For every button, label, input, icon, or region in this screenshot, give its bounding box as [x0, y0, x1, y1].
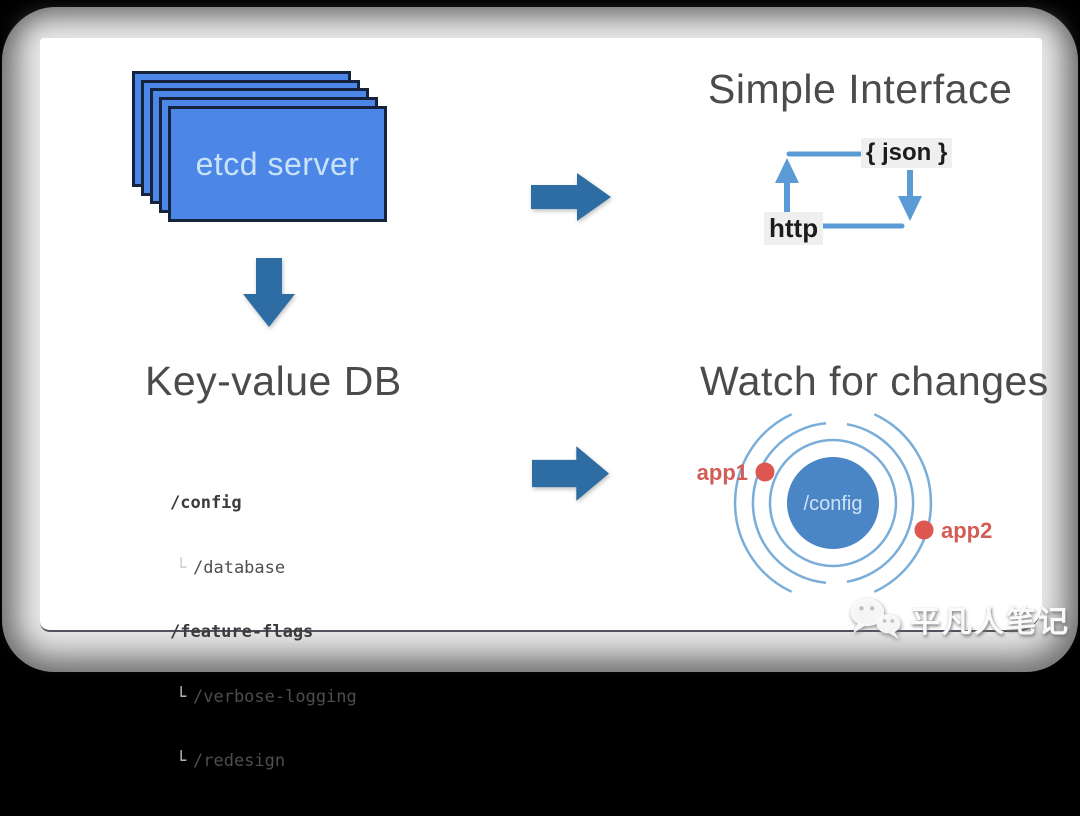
- arrow-right-top-icon: [531, 172, 612, 222]
- arrow-up-icon: [775, 158, 799, 183]
- wechat-icon: [846, 594, 904, 644]
- tree-connector: └: [176, 751, 193, 773]
- simple-interface-title: Simple Interface: [708, 66, 1012, 113]
- key-value-db-title: Key-value DB: [145, 358, 402, 405]
- etcd-server-stack: etcd server: [132, 71, 388, 223]
- http-json-cycle: { json } http: [750, 130, 950, 255]
- watermark: 平凡人笔记: [846, 594, 1070, 644]
- watch-for-changes-title: Watch for changes: [700, 358, 1049, 405]
- watermark-text: 平凡人笔记: [910, 597, 1070, 641]
- app1-label: app1: [697, 460, 748, 485]
- app2-label: app2: [941, 518, 992, 543]
- config-key-label: /config: [804, 493, 863, 515]
- slide-canvas: etcd server Simple Interface { json } ht…: [40, 38, 1042, 632]
- tree-row: └/verbose-logging: [170, 687, 357, 709]
- tree-connector: └: [176, 558, 193, 580]
- watcher-dot-app2: [915, 521, 934, 540]
- tree-row: /config: [170, 493, 357, 515]
- tree-key: /redesign: [193, 751, 285, 771]
- tree-key: /config: [170, 493, 242, 513]
- tree-key: /verbose-logging: [193, 687, 357, 707]
- json-label: { json }: [861, 138, 952, 168]
- etcd-server-card-front: etcd server: [168, 106, 387, 222]
- http-label: http: [764, 212, 823, 245]
- etcd-server-label: etcd server: [196, 146, 360, 183]
- tree-row: └/redesign: [170, 751, 357, 773]
- watch-ripple-diagram: /config app1 app2: [660, 410, 1040, 618]
- arrow-right-bottom-icon: [532, 445, 610, 502]
- tree-key: /feature-flags: [170, 622, 313, 642]
- tree-connector: └: [176, 687, 193, 709]
- watcher-dot-app1: [756, 463, 775, 482]
- tree-key: /database: [193, 558, 285, 578]
- tree-row: /feature-flags: [170, 622, 357, 644]
- arrow-down-icon: [243, 258, 295, 328]
- key-value-tree: /config └/database /feature-flags └/verb…: [170, 450, 357, 816]
- arrow-down-small-icon: [898, 196, 922, 221]
- tree-row: └/database: [170, 558, 357, 580]
